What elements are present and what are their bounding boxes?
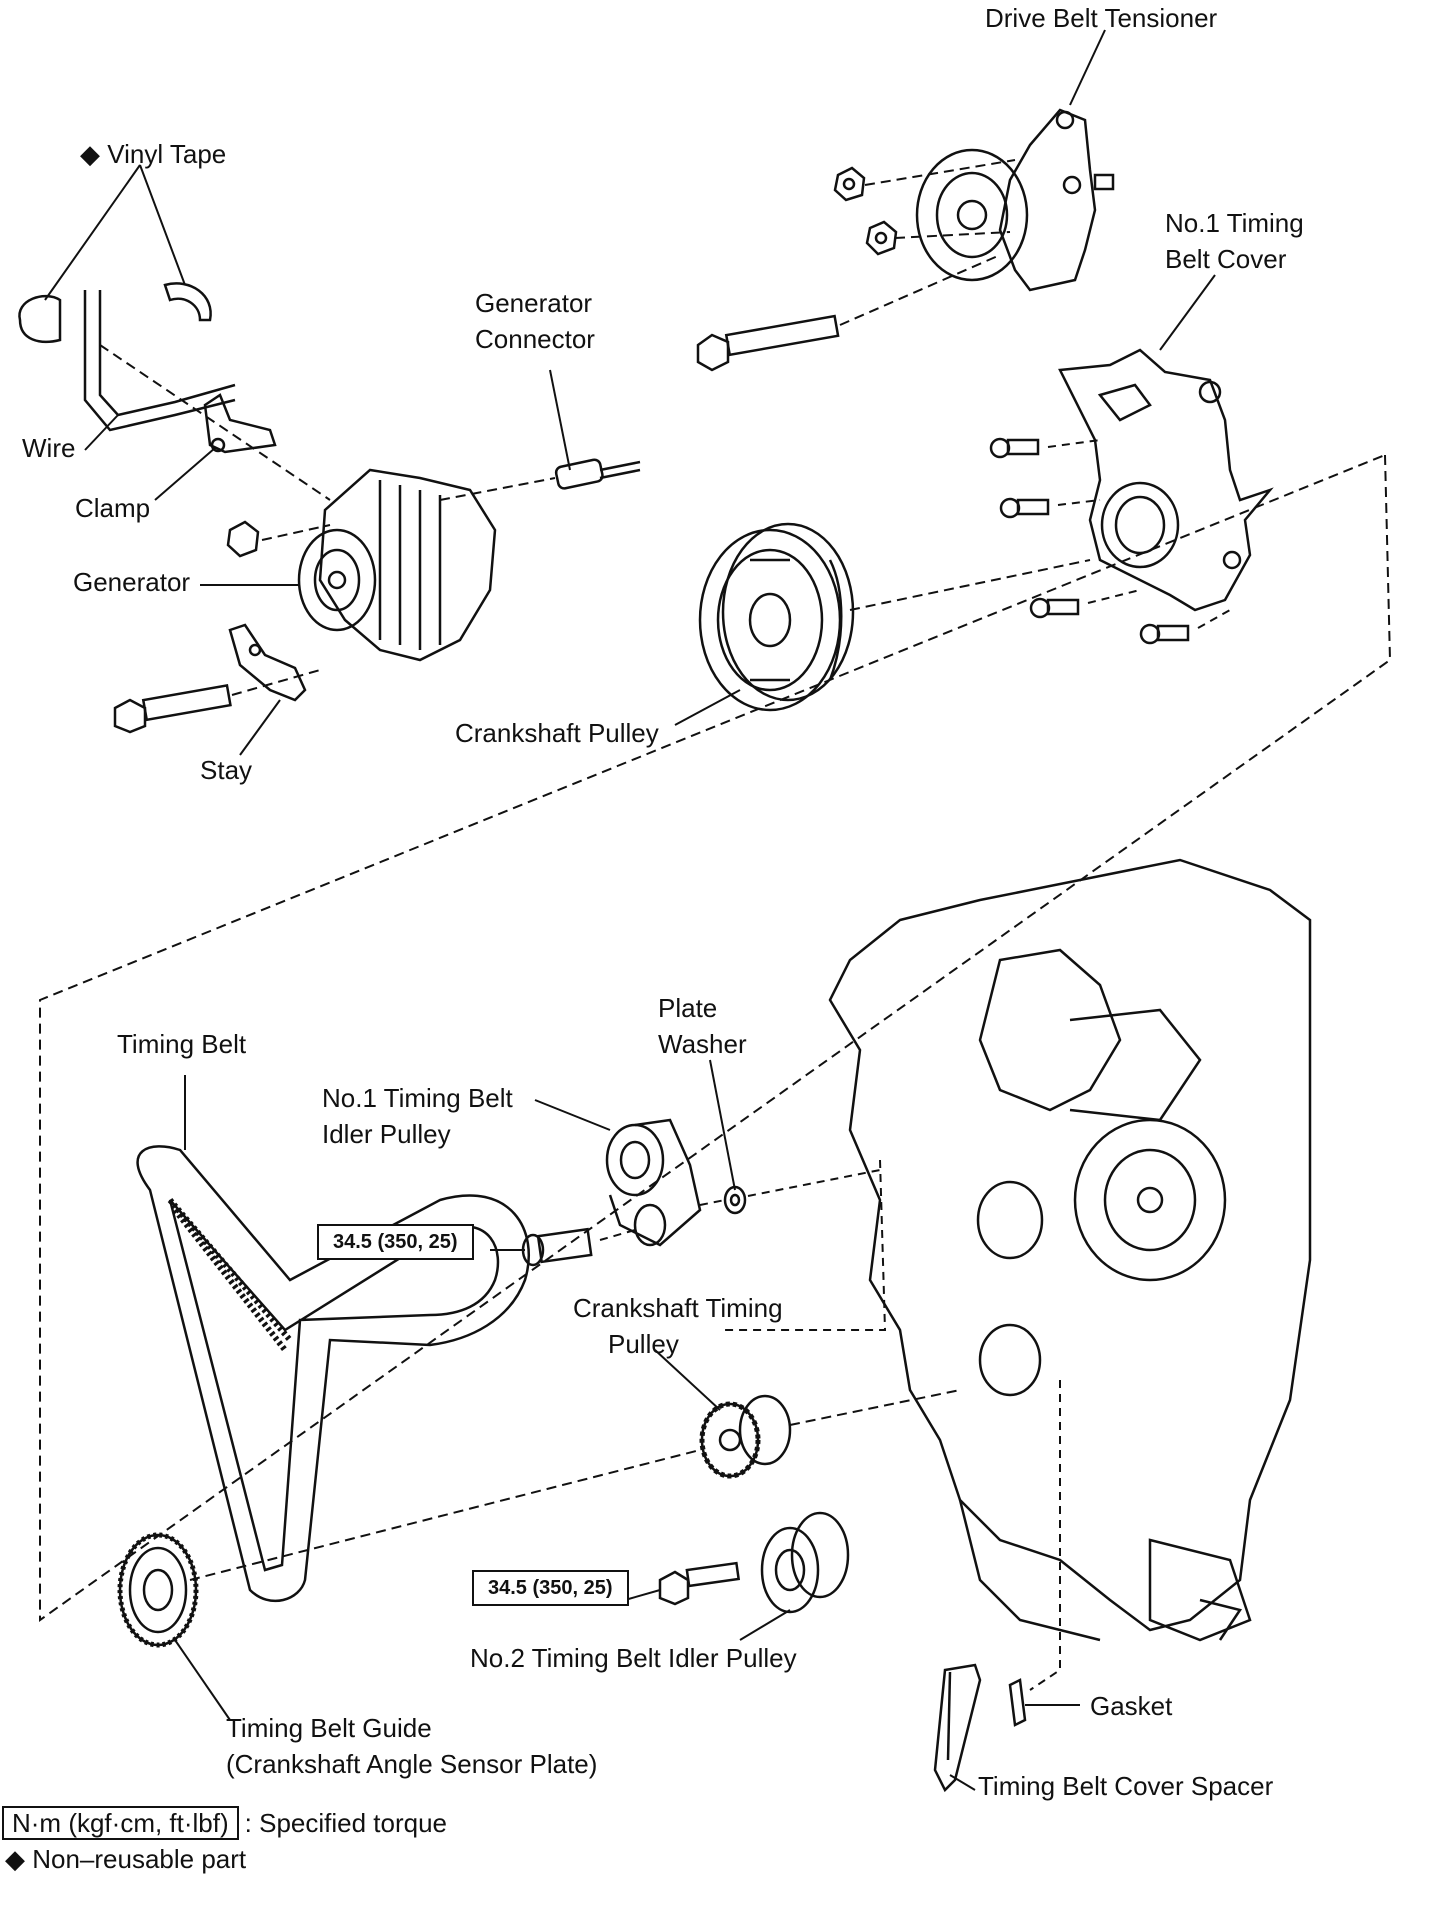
nut-icon [865, 220, 898, 256]
label-generator: Generator [73, 567, 191, 597]
bolt-icon [521, 1227, 593, 1267]
label-line: No.1 Timing Belt [322, 1083, 513, 1113]
nut-icon [833, 166, 866, 202]
legend-nonreusable: ◆ Non–reusable part [5, 1844, 247, 1874]
plate-washer-icon [723, 1185, 747, 1215]
label-clamp: Clamp [75, 493, 151, 523]
timing-belt-guide-icon [117, 1532, 199, 1648]
label-line: Crankshaft Timing [573, 1293, 783, 1323]
bolt-icon [1139, 623, 1190, 645]
label-line: Plate [658, 993, 718, 1023]
stay-icon [228, 623, 307, 702]
label-stay: Stay [200, 755, 253, 785]
label-timing-belt-cover-1: No.1 Timing Belt Cover [1165, 205, 1304, 277]
label-line: Pulley [608, 1329, 679, 1359]
timing-belt-cover-spacer-icon [933, 1663, 982, 1793]
label-crankshaft-pulley: Crankshaft Pulley [455, 718, 659, 748]
label-line: Belt Cover [1165, 244, 1287, 274]
assembly-outline [39, 454, 1392, 1622]
bolt-icon [658, 1561, 741, 1606]
label-line: Idler Pulley [322, 1119, 451, 1149]
engine-block-icon [828, 858, 1312, 1642]
bolt-icon [696, 314, 840, 372]
bolt-icon [989, 437, 1040, 459]
label-generator-connector: Generator Connector [475, 285, 595, 357]
timing-belt-icon [136, 1145, 530, 1602]
label-idler-pulley-1: No.1 Timing Belt Idler Pulley [322, 1080, 513, 1152]
timing-belt-cover-1-icon [1058, 348, 1274, 612]
bolt-icon [1029, 597, 1080, 619]
label-line: (Crankshaft Angle Sensor Plate) [226, 1749, 598, 1779]
label-crankshaft-timing-pulley: Crankshaft Timing Pulley [573, 1290, 783, 1362]
label-line: No.1 Timing [1165, 208, 1304, 238]
idler-pulley-1-icon [605, 1118, 702, 1247]
gasket-icon [1008, 1678, 1027, 1727]
generator-connector-icon [554, 458, 641, 490]
idler-pulley-2-icon [760, 1511, 850, 1614]
label-timing-belt: Timing Belt [117, 1029, 247, 1059]
leader-lines [44, 29, 1216, 1791]
label-drive-belt-tensioner: Drive Belt Tensioner [985, 3, 1218, 33]
label-line: Timing Belt Guide [226, 1713, 432, 1743]
label-line: Generator [475, 288, 593, 318]
legend-torque-unit: N·m (kgf·cm, ft·lbf) [2, 1806, 239, 1840]
wire-icon [83, 290, 236, 432]
label-idler-pulley-2: No.2 Timing Belt Idler Pulley [470, 1643, 797, 1673]
crankshaft-pulley-icon [698, 522, 855, 712]
crankshaft-timing-pulley-icon [699, 1394, 792, 1479]
legend-torque: N·m (kgf·cm, ft·lbf): Specified torque [2, 1806, 447, 1840]
clamp-icon [203, 393, 277, 454]
label-wire: Wire [22, 433, 76, 463]
label-vinyl-tape: ◆ Vinyl Tape [80, 139, 227, 169]
generator-icon [297, 468, 497, 662]
bolt-icon [999, 497, 1050, 519]
torque-idler-pulley-1: 34.5 (350, 25) [317, 1224, 474, 1260]
label-line: Connector [475, 324, 595, 354]
legend-torque-text: : Specified torque [244, 1808, 448, 1838]
label-plate-washer: Plate Washer [658, 990, 747, 1062]
drive-belt-tensioner-icon [915, 108, 1115, 292]
label-timing-belt-guide: Timing Belt Guide (Crankshaft Angle Sens… [226, 1710, 597, 1782]
torque-idler-pulley-2: 34.5 (350, 25) [472, 1570, 629, 1606]
vinyl-tape-icon [18, 282, 212, 344]
label-line: Washer [658, 1029, 747, 1059]
label-gasket: Gasket [1090, 1691, 1173, 1721]
bolt-icon [113, 683, 232, 734]
label-timing-belt-cover-spacer: Timing Belt Cover Spacer [978, 1771, 1274, 1801]
nut-icon [226, 520, 260, 558]
